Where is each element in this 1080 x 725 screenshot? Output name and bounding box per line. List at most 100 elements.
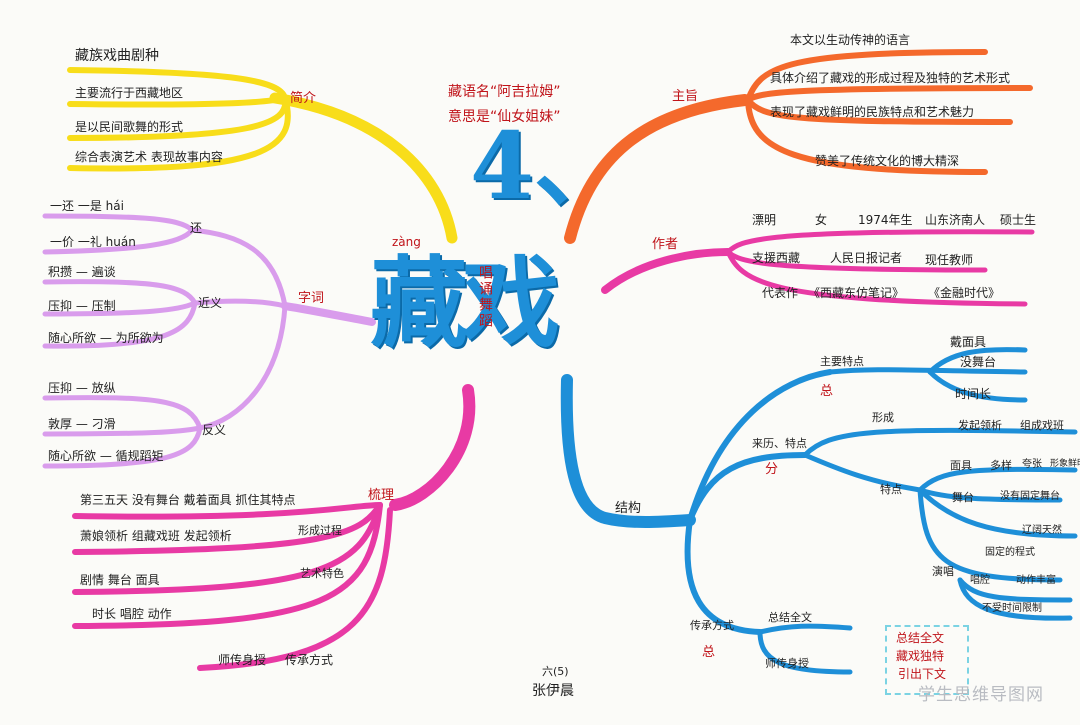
feature-long-time: 时间长 — [955, 387, 992, 401]
pink-leaf-1 — [72, 502, 383, 520]
summary-note-box — [885, 625, 969, 695]
mianju-row-4: 形象鲜明 — [1050, 459, 1080, 469]
violet-fanyi-leaf-3 — [42, 425, 203, 469]
chuancheng-label: 传承方式 — [690, 619, 734, 632]
violet-fanyi-branch — [197, 303, 288, 431]
mianju-row-3: 夸张 — [1022, 459, 1042, 470]
blue-tedian-leaf-2 — [917, 487, 1063, 503]
shuli-item-4: 时长 唱腔 动作 — [92, 607, 172, 621]
shuli-item-2: 萧娘领析 组藏戏班 发起领析 — [80, 529, 232, 543]
author-r1-degree: 硕士生 — [1000, 213, 1037, 227]
yanchang-item-3: 动作丰富 — [1016, 575, 1056, 586]
jianjie-item-3: 是以民间歌舞的形式 — [75, 120, 184, 134]
xingcheng-item-2: 组成戏班 — [1020, 419, 1064, 432]
author-r3-label: 代表作 — [762, 286, 799, 300]
zhuzhi-item-3: 表现了藏戏鲜明的民族特点和艺术魅力 — [770, 105, 975, 119]
wutai-label: 舞台 — [952, 491, 974, 504]
blue-tedian-leaf-3 — [917, 487, 1078, 539]
yellow-leaf-2 — [67, 95, 288, 108]
fanyi-label: 反义 — [202, 423, 227, 437]
violet-main-branch — [281, 302, 376, 326]
violet-jinyi-leaf-1 — [42, 279, 198, 306]
blue-zong1-leaf-1 — [927, 347, 1028, 375]
blue-fen-sub-2 — [802, 452, 923, 493]
blue-tedian-leaf-1 — [917, 466, 1078, 493]
jianjie-item-2: 主要流行于西藏地区 — [75, 86, 184, 100]
pink-author-leaf-2 — [725, 249, 988, 273]
huan-item-1: 一还 一是 hái — [50, 199, 124, 213]
jianjie-item-4: 综合表演艺术 表现故事内容 — [75, 150, 223, 164]
yellow-leaf-1 — [67, 67, 288, 101]
jianjie-label: 简介 — [290, 91, 317, 106]
feature-mask: 戴面具 — [950, 335, 987, 349]
author-r3-book1: 《西藏东仿笔记》 — [808, 286, 905, 300]
author-r2-job: 现任教师 — [925, 253, 974, 267]
blue-main-branch — [560, 374, 696, 528]
author-r1-name: 漂明 — [752, 213, 777, 227]
mianju-row-2: 多样 — [990, 459, 1012, 472]
jianjie-item-1: 藏族戏曲剧种 — [75, 48, 159, 64]
violet-jinyi-branch — [192, 298, 288, 309]
structure-zong-1: 总 — [820, 384, 834, 399]
shuli-item-1: 第三五天 没有舞台 戴着面具 抓住其特点 — [80, 493, 296, 507]
blue-fen-sub-1 — [802, 427, 1078, 458]
author-r3-book2: 《金融时代》 — [928, 286, 1001, 300]
violet-fanyi-leaf-2 — [42, 425, 203, 437]
note-line-1: 总结全文 — [896, 631, 945, 645]
fanyi-item-3: 随心所欲 — 循规蹈矩 — [48, 449, 164, 463]
author-r2-support: 支援西藏 — [752, 251, 801, 265]
shuli-item-3: 剧情 舞台 面具 — [80, 573, 160, 587]
author-r1-born: 1974年生 — [858, 213, 913, 227]
orange-leaf-2 — [745, 85, 1033, 103]
shuli-bottom-teach: 师传身授 — [218, 653, 267, 667]
pink-leaf-4 — [72, 502, 383, 629]
pink-main-branch — [389, 384, 476, 511]
zici-label: 字词 — [298, 291, 325, 306]
orange-leaf-4 — [745, 97, 988, 175]
summary-label: 总结全文 — [768, 611, 812, 624]
footer-class: 六(5) — [542, 665, 569, 678]
tedian-label: 特点 — [880, 483, 902, 496]
watermark-text: 学生思维导图网 — [918, 685, 1044, 705]
mianju-row-1: 面具 — [950, 459, 972, 472]
shuli-bottom-inherit: 传承方式 — [285, 653, 334, 667]
pink-leaf-2 — [72, 502, 383, 555]
violet-huan-leaf-2 — [42, 227, 195, 255]
yellow-main-branch — [269, 92, 458, 244]
footer-author-name: 张伊晨 — [532, 683, 574, 699]
huan-item-2: 一价 一礼 huán — [50, 235, 136, 249]
blue-yanchang-leaf-1 — [957, 577, 1073, 603]
jinyi-item-2: 压抑 — 压制 — [48, 299, 116, 313]
note-line-3: 引出下文 — [898, 667, 947, 681]
shichuan-label: 师传身授 — [765, 657, 809, 670]
zhuzhi-item-1: 本文以生动传神的语言 — [790, 33, 911, 47]
blue-yanchang-leaf-2 — [957, 577, 1073, 621]
shuli-label: 梳理 — [368, 488, 395, 503]
zhuzhi-item-4: 赞美了传统文化的博大精深 — [815, 154, 960, 168]
name-note-line2: 意思是“仙女姐妹” — [448, 109, 561, 125]
author-r1-gender: 女 — [815, 213, 828, 227]
xingcheng-item-1: 发起领析 — [958, 419, 1002, 432]
orange-main-branch — [564, 94, 751, 244]
zhuzhi-item-2: 具体介绍了藏戏的形成过程及独特的艺术形式 — [770, 71, 1011, 85]
blue-fen-branch — [687, 452, 808, 523]
name-note-line1: 藏语名“阿吉拉姆” — [448, 84, 561, 100]
pink-leaf-3 — [72, 502, 383, 595]
wutai-item-1: 没有固定舞台 — [1000, 491, 1060, 502]
pinyin-label: zàng — [392, 235, 421, 249]
blue-zong1-leaf-3 — [927, 369, 1028, 403]
jinyi-item-1: 积攒 — 遍谈 — [48, 265, 116, 279]
violet-jinyi-leaf-3 — [42, 300, 198, 349]
feature-no-stage: 没舞台 — [960, 355, 997, 369]
xingcheng-label: 形成 — [872, 411, 894, 424]
orange-leaf-3 — [745, 97, 1013, 125]
author-r1-origin: 山东济南人 — [925, 213, 986, 227]
blue-tedian-leaf-4 — [917, 487, 1063, 583]
huan-label: 还 — [190, 221, 203, 235]
structure-fen: 分 — [765, 462, 779, 477]
violet-fanyi-leaf-1 — [42, 395, 203, 431]
blue-zong2-branch — [684, 517, 763, 635]
wutai-item-2: 辽阔天然 — [1022, 525, 1062, 536]
yellow-leaf-4 — [67, 95, 291, 172]
